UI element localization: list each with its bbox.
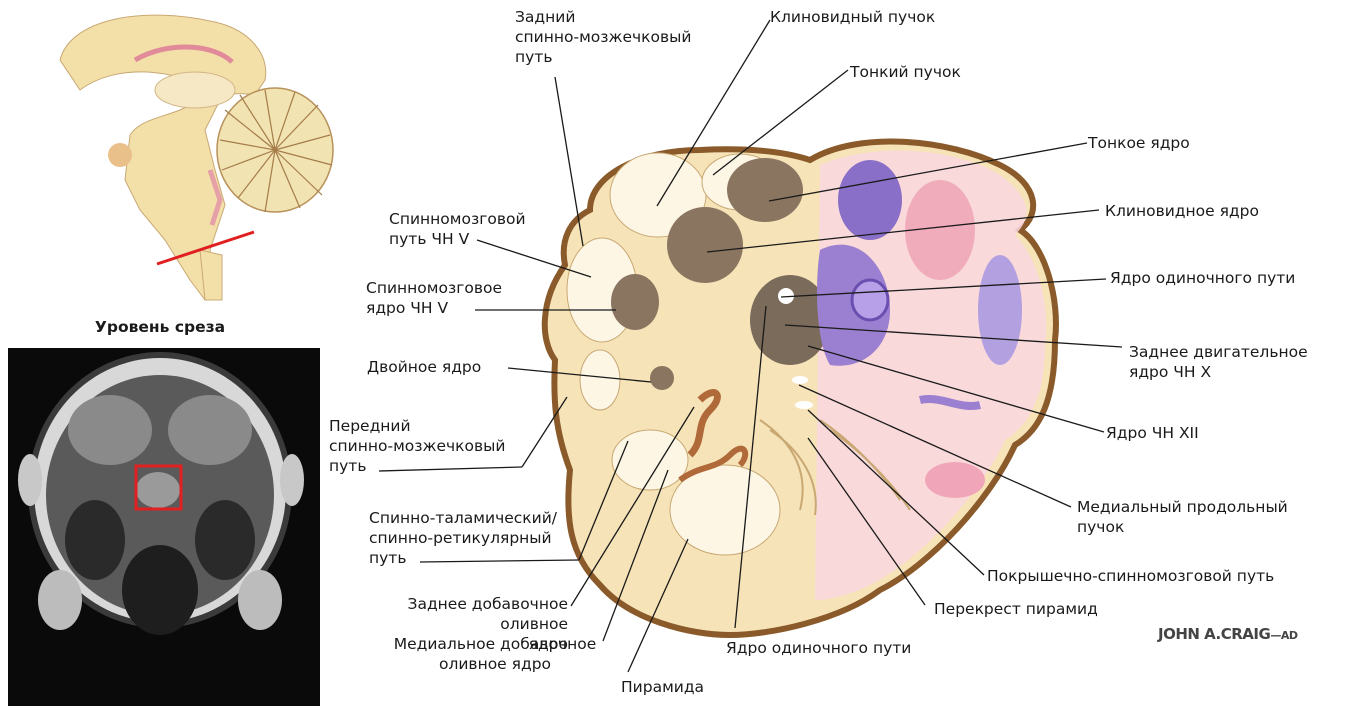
label-solitary-nucleus-right: Ядро одиночного пути bbox=[1110, 268, 1295, 288]
label-medial-longitudinal-fasciculus: Медиальный продольный пучок bbox=[1077, 497, 1288, 537]
label-hypoglossal-nucleus: Ядро ЧН XII bbox=[1106, 423, 1199, 443]
label-gracile-nucleus: Тонкое ядро bbox=[1088, 133, 1190, 153]
label-cuneate-fasciculus: Клиновидный пучок bbox=[770, 7, 935, 27]
label-dorsal-accessory-olive: Заднее добавочное оливное ядро bbox=[360, 594, 568, 654]
sagittal-brain-thumbnail bbox=[60, 15, 333, 300]
label-spinal-nucleus-v: Спинномозговое ядро ЧН V bbox=[366, 278, 502, 318]
label-tectospinal-tract: Покрышечно-спинномозговой путь bbox=[987, 566, 1274, 586]
label-pyramid: Пирамида bbox=[621, 677, 704, 697]
artist-signature: JOHN A.CRAIG—AD bbox=[1158, 625, 1297, 643]
label-dorsal-motor-nucleus-x: Заднее двигательное ядро ЧН X bbox=[1129, 342, 1308, 382]
label-cuneate-nucleus: Клиновидное ядро bbox=[1105, 201, 1259, 221]
label-posterior-spinocerebellar-tract: Задний спинно-мозжечковый путь bbox=[515, 7, 691, 67]
label-solitary-nucleus-bottom: Ядро одиночного пути bbox=[726, 638, 911, 658]
label-gracile-fasciculus: Тонкий пучок bbox=[850, 62, 961, 82]
medulla-cross-section bbox=[545, 141, 1056, 635]
label-pyramidal-decussation: Перекрест пирамид bbox=[934, 599, 1098, 619]
label-nucleus-ambiguus: Двойное ядро bbox=[367, 357, 481, 377]
label-spinothalamic-tract: Спинно-таламический/ спинно-ретикулярный… bbox=[369, 508, 557, 568]
label-anterior-spinocerebellar-tract: Передний спинно-мозжечковый путь bbox=[329, 416, 505, 476]
slice-level-caption: Уровень среза bbox=[60, 318, 260, 336]
label-spinal-tract-v: Спинномозговой путь ЧН V bbox=[389, 209, 526, 249]
mri-axial-thumbnail bbox=[8, 348, 320, 706]
